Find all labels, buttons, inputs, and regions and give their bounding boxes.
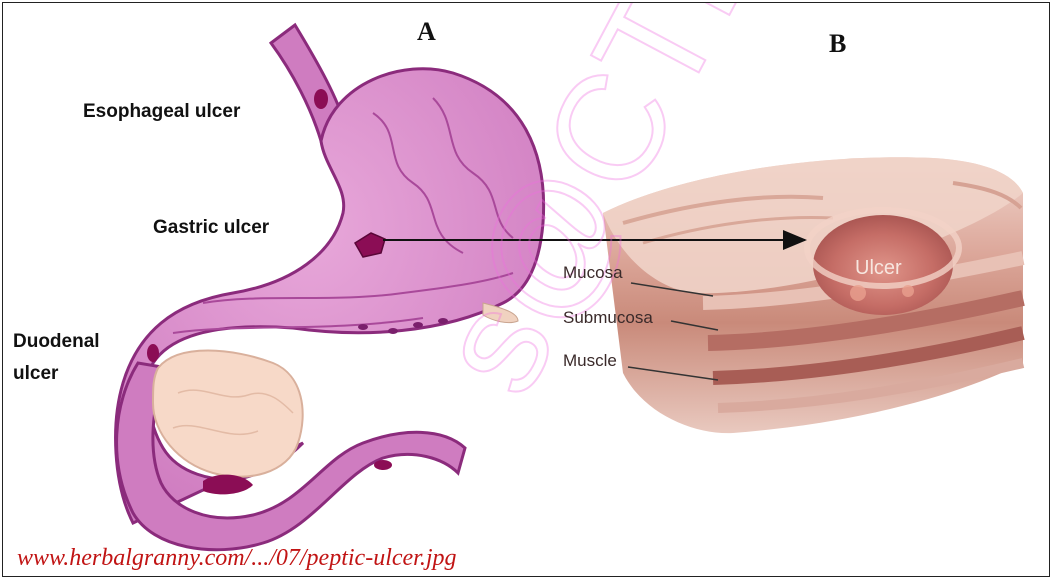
submucosa-label: Submucosa <box>563 308 653 328</box>
esophageal-ulcer-spot <box>314 89 328 109</box>
panel-a-letter: A <box>417 17 436 47</box>
mucosa-label: Mucosa <box>563 263 623 283</box>
peptic-ulcer-illustration: s@CTRI <box>3 3 1050 577</box>
duodenal-ulcer-label-line2: ulcer <box>13 361 58 387</box>
ulcer-spot <box>850 285 866 301</box>
ulcer-label: Ulcer <box>855 257 902 280</box>
panel-b-letter: B <box>829 29 846 59</box>
esophageal-ulcer-label: Esophageal ulcer <box>83 99 240 125</box>
erosion-spot <box>388 328 398 334</box>
source-caption: www.herbalgranny.com/.../07/peptic-ulcer… <box>17 545 457 572</box>
erosion-spot <box>358 324 368 330</box>
ulcer-spot <box>902 285 914 297</box>
pancreas <box>153 351 303 477</box>
gastric-ulcer-label: Gastric ulcer <box>153 215 269 241</box>
duodenal-ulcer-label-line1: Duodenal <box>13 329 100 355</box>
duodenum-spot <box>374 460 392 470</box>
muscle-label: Muscle <box>563 351 617 371</box>
duodenal-ulcer-spot <box>147 344 159 362</box>
